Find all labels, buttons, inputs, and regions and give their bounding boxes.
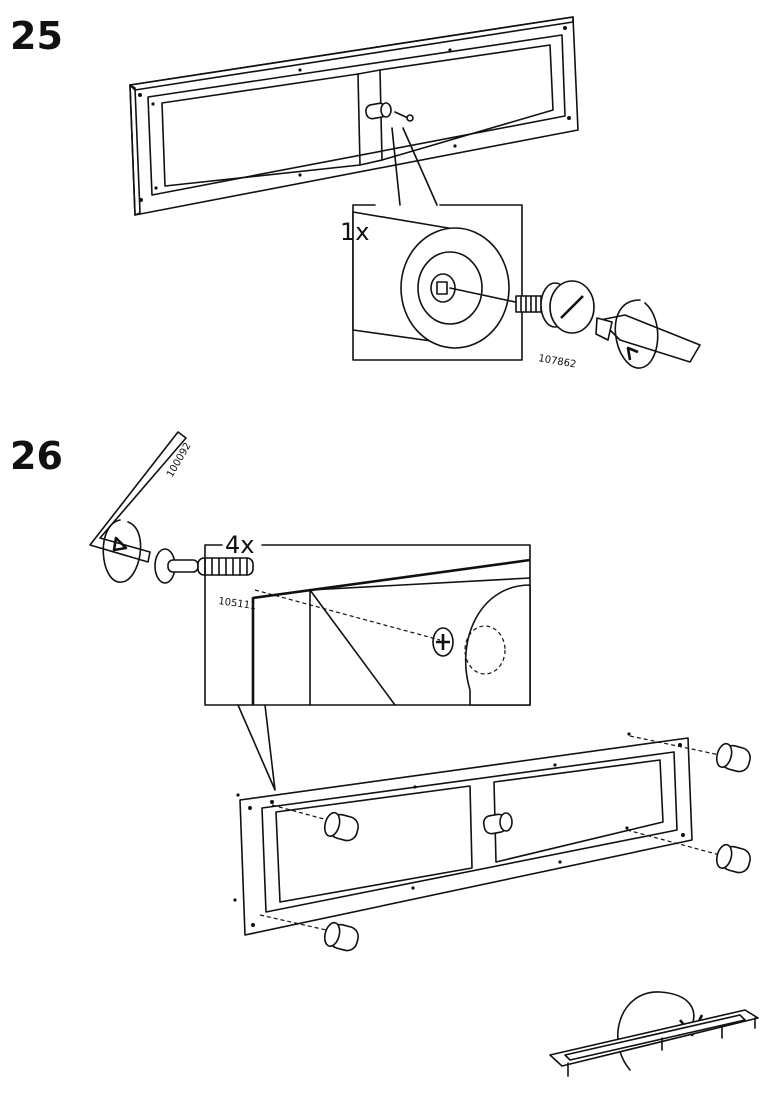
bolt-105111: 105111	[154, 548, 257, 612]
foot-caps	[323, 742, 751, 952]
step-26-frame-panel	[233, 732, 751, 952]
screw-107862	[515, 280, 595, 334]
step-number-25: 25	[10, 14, 63, 58]
part-number-105111: 105111	[218, 596, 257, 612]
step-25-callout-box: 107862 1x	[340, 204, 595, 371]
screwdriver-icon	[595, 299, 701, 369]
part-number-107862: 107862	[537, 353, 577, 370]
quantity-1x: 1x	[340, 218, 369, 246]
step-25-frame-panel	[129, 16, 579, 216]
step-26-callout-box: 4x	[204, 531, 531, 706]
callout-leader-26	[237, 704, 276, 791]
callout-leader	[391, 127, 401, 206]
quantity-4x: 4x	[225, 531, 254, 559]
step-number-26: 26	[10, 434, 63, 478]
flip-over-icon	[549, 991, 759, 1077]
